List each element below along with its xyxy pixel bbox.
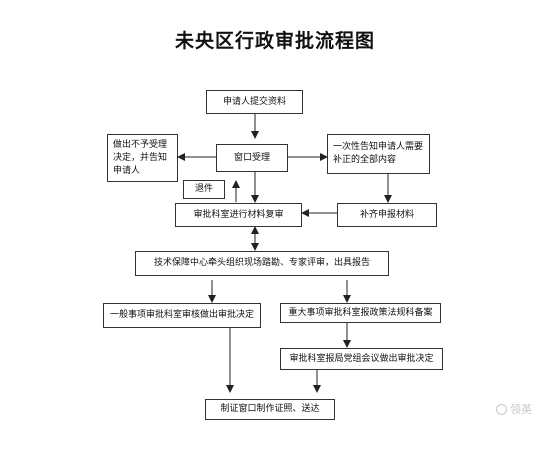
node-certificate-delivery: 制证窗口制作证照、送达: [205, 399, 335, 420]
watermark-text: 领英: [510, 403, 532, 416]
node-material-review: 审批科室进行材料复审: [175, 203, 302, 227]
node-meeting-decision: 审批科室报局党组会议做出审批决定: [280, 348, 443, 370]
node-notify-correction: 一次性告知申请人需要补正的全部内容: [327, 134, 430, 174]
watermark: 领英: [496, 401, 532, 417]
page-title: 未央区行政审批流程图: [174, 30, 375, 52]
node-withdraw: 退件: [183, 180, 225, 199]
node-reject-decision: 做出不予受理决定，并告知申请人: [107, 134, 178, 182]
node-window-acceptance: 窗口受理: [216, 144, 288, 172]
node-supplement-materials: 补齐申报材料: [337, 203, 437, 227]
node-submit-materials: 申请人提交资料: [206, 90, 303, 114]
node-major-filing: 重大事项审批科室报政策法规科备案: [280, 303, 441, 323]
node-general-approval: 一般事项审批科室审核做出审批决定: [103, 303, 261, 328]
watermark-logo-icon: [496, 403, 507, 415]
node-site-inspection: 技术保障中心牵头组织现场踏勘、专家评审，出具报告: [135, 251, 389, 276]
